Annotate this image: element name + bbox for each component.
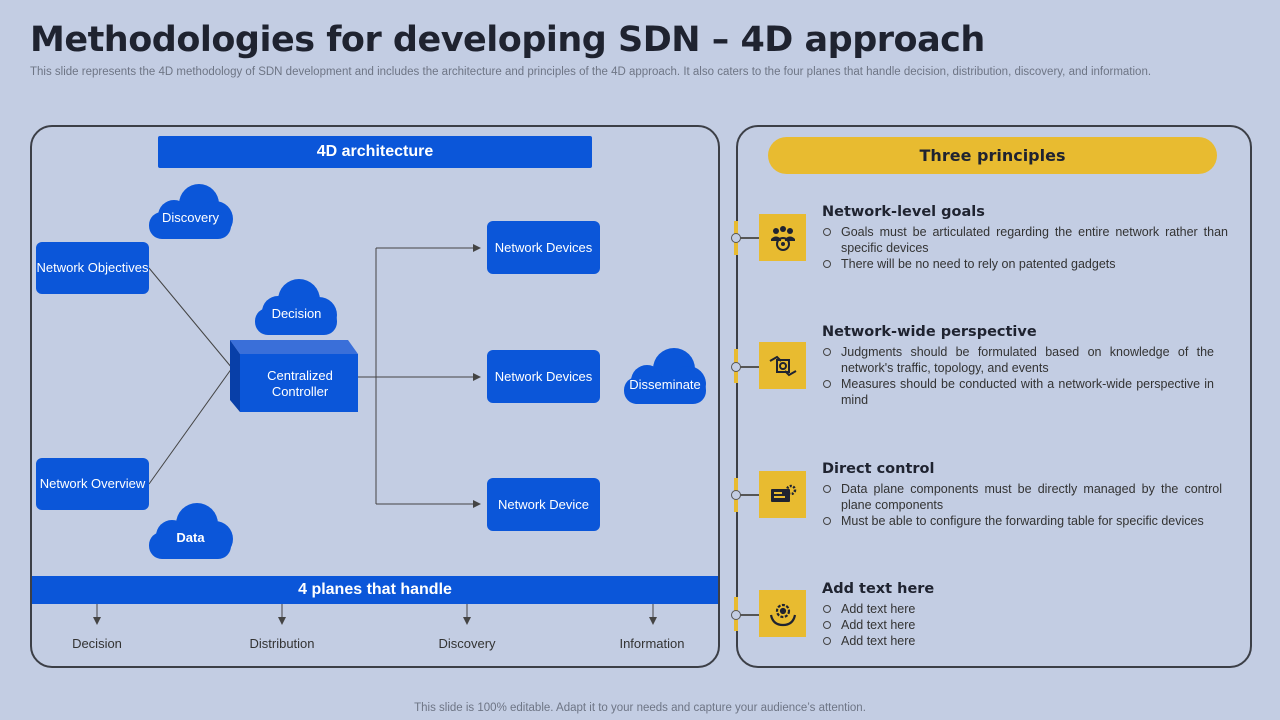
principle-1-point-1: Goals must be articulated regarding the … bbox=[822, 224, 1228, 256]
principle-3-point-1: Data plane components must be directly m… bbox=[822, 481, 1222, 513]
principle-3-title: Direct control bbox=[822, 461, 935, 477]
network-devices-box-2: Network Devices bbox=[487, 350, 600, 403]
principle-3-point-2: Must be able to configure the forwarding… bbox=[822, 513, 1222, 529]
principle-3-connector bbox=[740, 494, 759, 496]
network-devices-box-1: Network Devices bbox=[487, 221, 600, 274]
data-cloud: Data bbox=[147, 502, 234, 560]
perspective-hands-icon bbox=[759, 342, 806, 389]
architecture-header: 4D architecture bbox=[158, 136, 592, 168]
principle-1-dot bbox=[731, 233, 741, 243]
principle-2-point-2: Measures should be conducted with a netw… bbox=[822, 376, 1214, 408]
principle-2-point-1: Judgments should be formulated based on … bbox=[822, 344, 1214, 376]
network-overview-box: Network Overview bbox=[36, 458, 149, 510]
discovery-cloud: Discovery bbox=[147, 182, 234, 240]
principle-1-points: Goals must be articulated regarding the … bbox=[822, 224, 1228, 272]
principle-3-points: Data plane components must be directly m… bbox=[822, 481, 1222, 529]
principle-4-title: Add text here bbox=[822, 581, 935, 597]
principles-header: Three principles bbox=[768, 137, 1217, 174]
principles-panel bbox=[736, 125, 1252, 668]
team-target-icon bbox=[759, 214, 806, 261]
discovery-cloud-label: Discovery bbox=[161, 210, 220, 225]
planes-header: 4 planes that handle bbox=[32, 576, 718, 604]
disseminate-cloud: Disseminate bbox=[622, 347, 708, 405]
network-objectives-box: Network Objectives bbox=[36, 242, 149, 294]
centralized-controller-label: Centralized Controller bbox=[267, 368, 333, 399]
plane-decision: Decision bbox=[72, 636, 122, 651]
principle-2-connector bbox=[740, 366, 759, 368]
network-device-box-3: Network Device bbox=[487, 478, 600, 531]
control-card-gear-icon bbox=[759, 471, 806, 518]
architecture-panel bbox=[30, 125, 720, 668]
principle-2-points: Judgments should be formulated based on … bbox=[822, 344, 1214, 408]
principle-2-title: Network-wide perspective bbox=[822, 324, 1037, 340]
principle-4-point-3: Add text here bbox=[822, 633, 1228, 649]
principle-2-dot bbox=[731, 362, 741, 372]
page-subtitle: This slide represents the 4D methodology… bbox=[30, 66, 1152, 78]
gear-hands-icon bbox=[759, 590, 806, 637]
principle-3-dot bbox=[731, 490, 741, 500]
principle-4-point-1: Add text here bbox=[822, 601, 1228, 617]
plane-discovery: Discovery bbox=[438, 636, 496, 651]
disseminate-cloud-label: Disseminate bbox=[629, 377, 701, 392]
principle-1-title: Network-level goals bbox=[822, 204, 985, 220]
principle-4-dot bbox=[731, 610, 741, 620]
principle-4-points: Add text here Add text here Add text her… bbox=[822, 601, 1228, 649]
page-title: Methodologies for developing SDN – 4D ap… bbox=[30, 20, 985, 60]
plane-distribution: Distribution bbox=[249, 636, 315, 651]
principle-4-connector bbox=[740, 614, 759, 616]
footer-note: This slide is 100% editable. Adapt it to… bbox=[414, 702, 866, 714]
decision-cloud-label: Decision bbox=[271, 306, 322, 321]
plane-information: Information bbox=[619, 636, 685, 651]
centralized-controller-cube bbox=[230, 340, 358, 412]
principle-1-point-2: There will be no need to rely on patente… bbox=[822, 256, 1228, 272]
principle-1-connector bbox=[740, 237, 759, 239]
data-cloud-label: Data bbox=[176, 530, 205, 545]
principle-4-point-2: Add text here bbox=[822, 617, 1228, 633]
decision-cloud: Decision bbox=[253, 278, 340, 336]
